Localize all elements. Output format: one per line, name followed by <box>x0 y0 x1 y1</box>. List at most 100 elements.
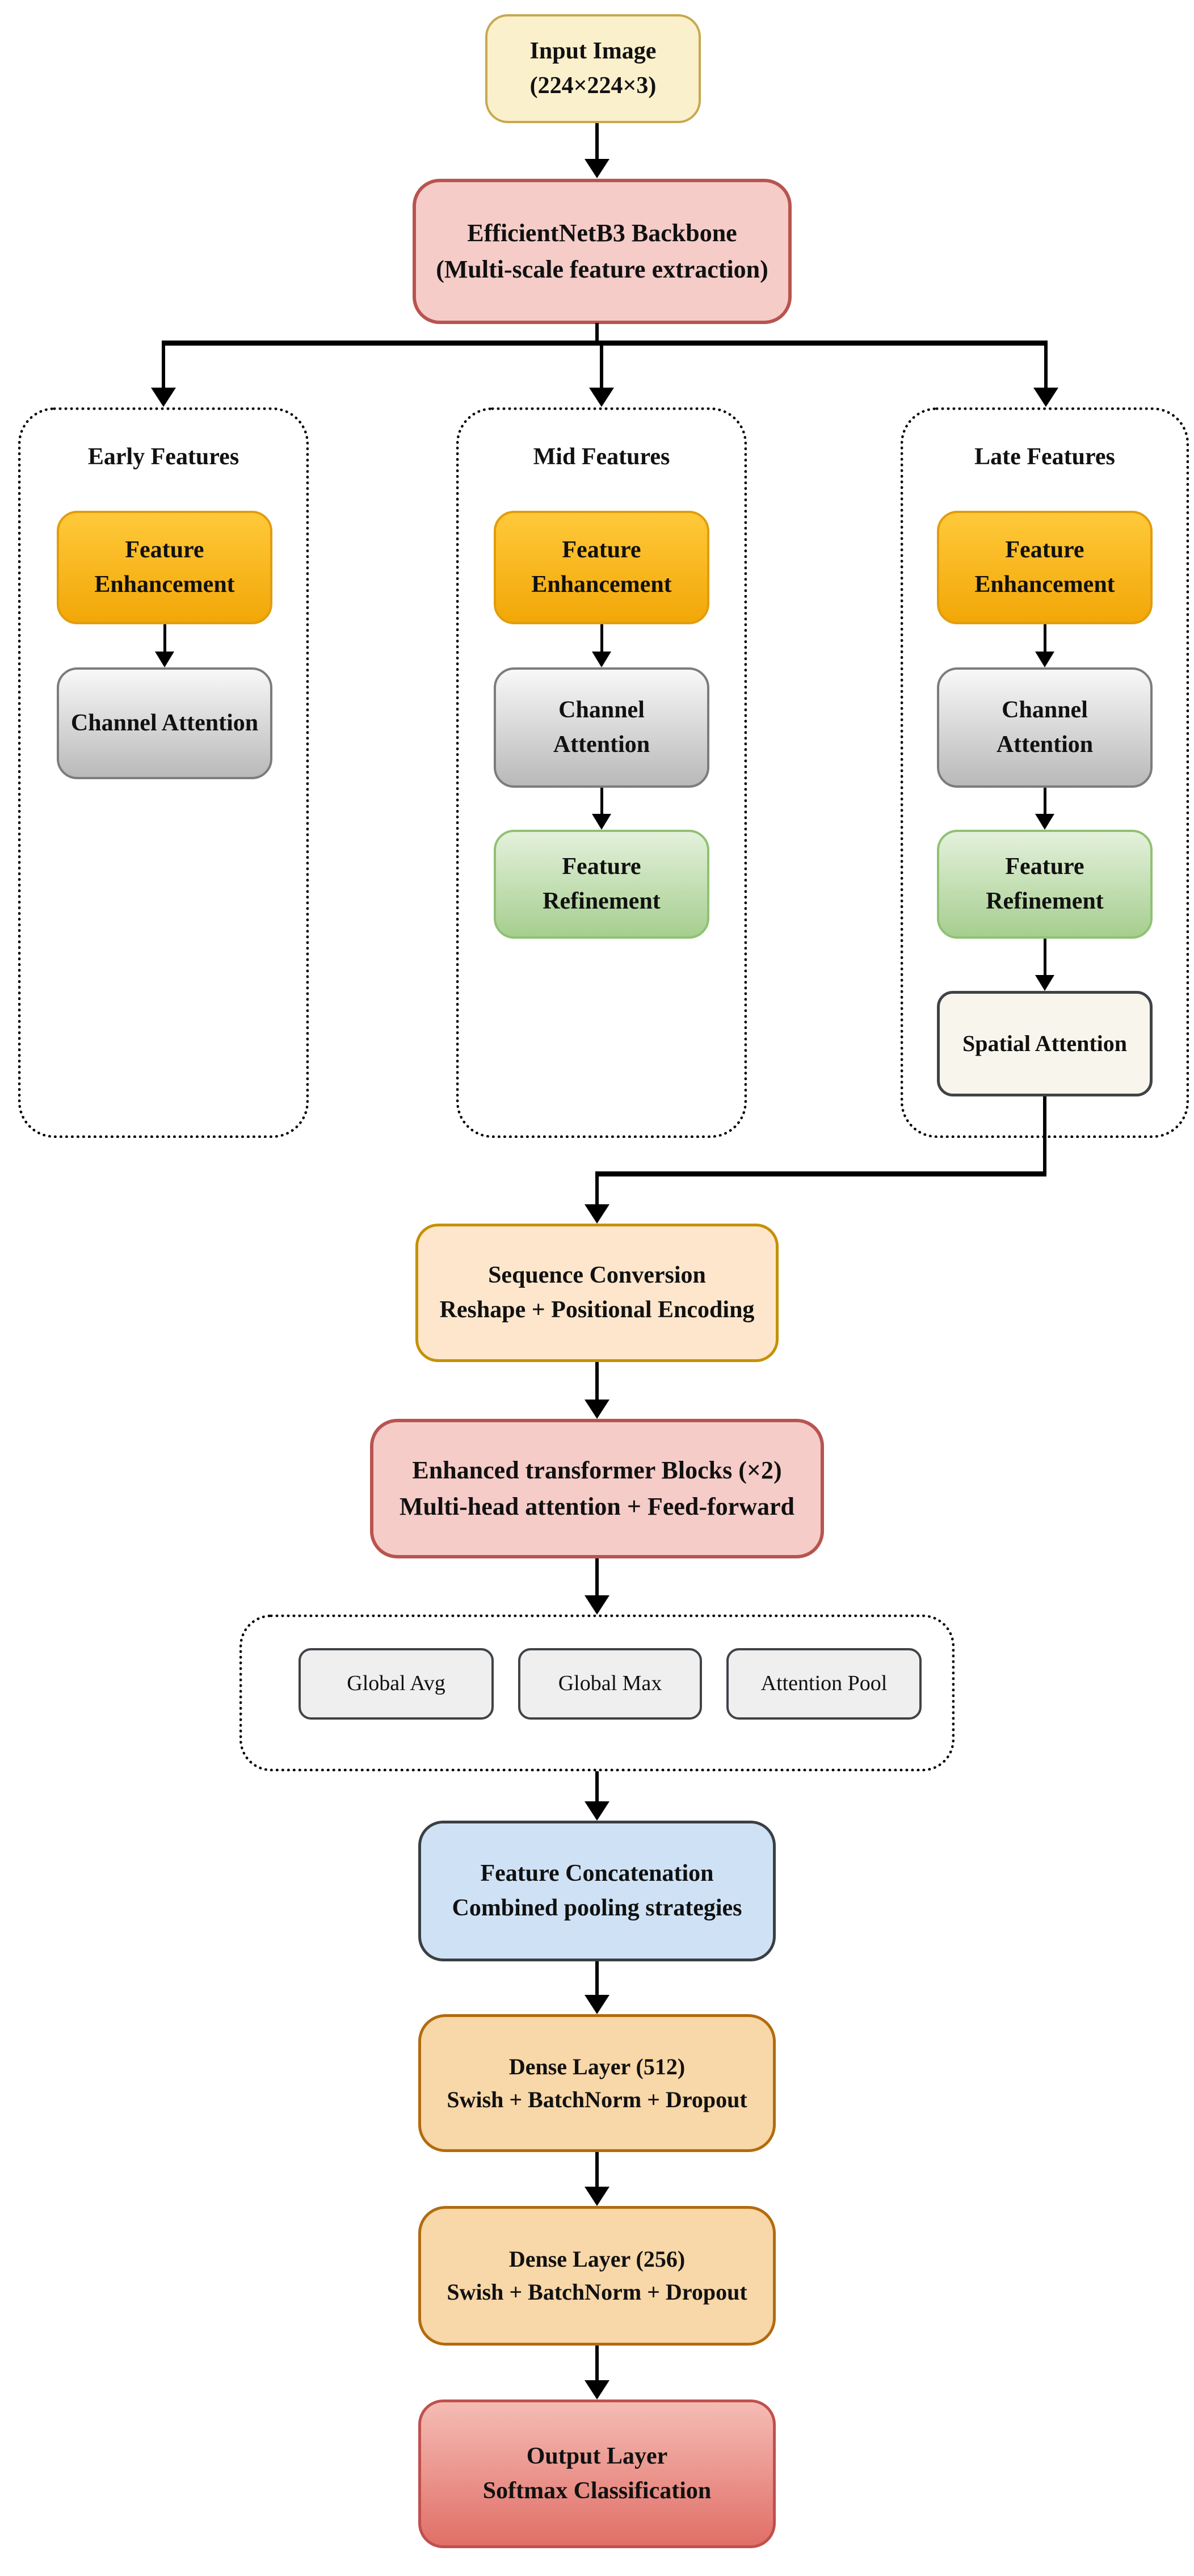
arrow-head-icon <box>585 2187 609 2206</box>
arrow-dense256-to-output <box>585 2346 609 2399</box>
arrow-shaft <box>595 1771 599 1801</box>
late-feature-enhancement-node: Feature Enhancement <box>937 511 1153 624</box>
arrow-shaft <box>600 624 603 652</box>
early-feature-enhancement-node: Feature Enhancement <box>57 511 272 624</box>
block-label: Feature <box>125 537 204 564</box>
arrow-head-icon <box>585 1995 609 2014</box>
feature-concatenation-node: Feature Concatenation Combined pooling s… <box>418 1821 776 1961</box>
block-label: Feature <box>1005 537 1084 564</box>
arrow-head-icon <box>592 652 611 667</box>
pool-label: Global Avg <box>347 1671 445 1696</box>
block-label: Feature <box>1005 854 1084 880</box>
arrow-shaft <box>1043 788 1046 814</box>
block-label: Enhancement <box>974 571 1115 598</box>
dense-256-label: Dense Layer (256) <box>508 2246 686 2272</box>
arrow-head-icon <box>151 388 176 407</box>
branch-mid-title: Mid Features <box>533 444 670 470</box>
global-max-pool-node: Global Max <box>518 1648 702 1720</box>
block-label: Refinement <box>543 888 661 914</box>
sequence-conversion-sublabel: Reshape + Positional Encoding <box>439 1297 755 1323</box>
pooling-group-container <box>239 1615 955 1771</box>
block-label: Channel Attention <box>70 710 259 737</box>
dense-512-sublabel: Swish + BatchNorm + Dropout <box>447 2086 747 2112</box>
arrow-head-icon <box>1035 975 1054 991</box>
transformer-blocks-node: Enhanced transformer Blocks (×2) Multi-h… <box>370 1419 824 1558</box>
merge-connector-vertical-left <box>595 1171 599 1204</box>
transformer-label: Enhanced transformer Blocks (×2) <box>412 1456 782 1485</box>
arrow-shaft <box>600 788 603 814</box>
block-label: Attention <box>553 732 650 758</box>
arrow-concatenation-to-dense512 <box>585 1961 609 2014</box>
late-channel-attention-node: Channel Attention <box>937 667 1153 788</box>
branch-horizontal-line <box>162 341 1048 346</box>
late-feature-refinement-node: Feature Refinement <box>937 830 1153 939</box>
mid-feature-enhancement-node: Feature Enhancement <box>494 511 709 624</box>
arrow-head-icon <box>589 388 614 407</box>
block-label: Refinement <box>986 888 1104 914</box>
dense-512-label: Dense Layer (512) <box>508 2053 686 2079</box>
arrow-dense512-to-dense256 <box>585 2152 609 2206</box>
arrow-shaft <box>595 2152 599 2187</box>
block-label: Attention <box>996 732 1094 758</box>
block-label: Feature <box>562 537 641 564</box>
branch-late-title: Late Features <box>974 444 1115 470</box>
arrow-branch-mid <box>589 341 614 407</box>
input-image-node: Input Image (224×224×3) <box>485 14 701 123</box>
backbone-node: EfficientNetB3 Backbone (Multi-scale fea… <box>413 179 792 324</box>
arrow-shaft <box>162 341 165 388</box>
backbone-label: EfficientNetB3 Backbone <box>467 219 737 247</box>
arrow-shaft <box>1044 341 1048 388</box>
arrow-input-to-backbone <box>585 123 609 178</box>
output-label: Output Layer <box>526 2443 668 2470</box>
block-label: Channel <box>558 697 645 724</box>
arrow-shaft <box>1043 624 1046 652</box>
output-layer-node: Output Layer Softmax Classification <box>418 2399 776 2548</box>
arrow-shaft <box>595 1362 599 1400</box>
merge-connector-horizontal <box>595 1171 1046 1176</box>
arrow-late-fr-to-sa <box>1035 939 1054 991</box>
arrow-shaft <box>595 1961 599 1995</box>
dense-512-node: Dense Layer (512) Swish + BatchNorm + Dr… <box>418 2014 776 2152</box>
arrow-shaft <box>600 341 603 388</box>
block-label: Feature <box>562 854 641 880</box>
branch-mid-container: Mid Features <box>456 407 747 1138</box>
arrow-head-icon <box>585 1400 609 1419</box>
arrow-head-icon <box>585 1801 609 1821</box>
concatenation-sublabel: Combined pooling strategies <box>452 1895 742 1921</box>
backbone-sublabel: (Multi-scale feature extraction) <box>436 255 768 283</box>
arrow-sequence-to-transformer <box>585 1362 609 1419</box>
attention-pool-node: Attention Pool <box>726 1648 922 1720</box>
dense-256-sublabel: Swish + BatchNorm + Dropout <box>447 2279 747 2305</box>
global-avg-pool-node: Global Avg <box>298 1648 494 1720</box>
arrow-branch-late <box>1033 341 1058 407</box>
arrow-head-icon <box>592 814 611 830</box>
arrow-transformer-to-pooling <box>585 1558 609 1615</box>
arrow-head-icon <box>585 1204 609 1224</box>
merge-connector-vertical-right <box>1043 1096 1046 1176</box>
sequence-conversion-node: Sequence Conversion Reshape + Positional… <box>415 1224 779 1362</box>
block-label: Spatial Attention <box>962 1031 1128 1056</box>
input-image-label: Input Image <box>529 38 657 65</box>
branch-stem-line <box>595 323 599 346</box>
concatenation-label: Feature Concatenation <box>480 1860 714 1887</box>
pool-label: Attention Pool <box>760 1671 888 1696</box>
arrow-shaft <box>163 624 166 652</box>
block-label: Enhancement <box>94 571 235 598</box>
arrow-merge-to-sequence <box>585 1204 609 1224</box>
pool-label: Global Max <box>558 1671 662 1696</box>
mid-channel-attention-node: Channel Attention <box>494 667 709 788</box>
block-label: Enhancement <box>531 571 672 598</box>
arrow-head-icon <box>585 159 609 178</box>
arrow-pooling-to-concatenation <box>585 1771 609 1821</box>
arrow-mid-ca-to-fr <box>592 788 611 830</box>
arrow-branch-early <box>151 341 176 407</box>
arrow-head-icon <box>585 2380 609 2399</box>
arrow-shaft <box>595 1558 599 1595</box>
arrow-shaft <box>595 123 599 159</box>
arrow-head-icon <box>155 652 174 667</box>
arrow-mid-fe-to-ca <box>592 624 611 667</box>
arrow-head-icon <box>1035 814 1054 830</box>
block-label: Channel <box>1002 697 1088 724</box>
late-spatial-attention-node: Spatial Attention <box>937 991 1153 1096</box>
arrow-shaft <box>595 2346 599 2380</box>
